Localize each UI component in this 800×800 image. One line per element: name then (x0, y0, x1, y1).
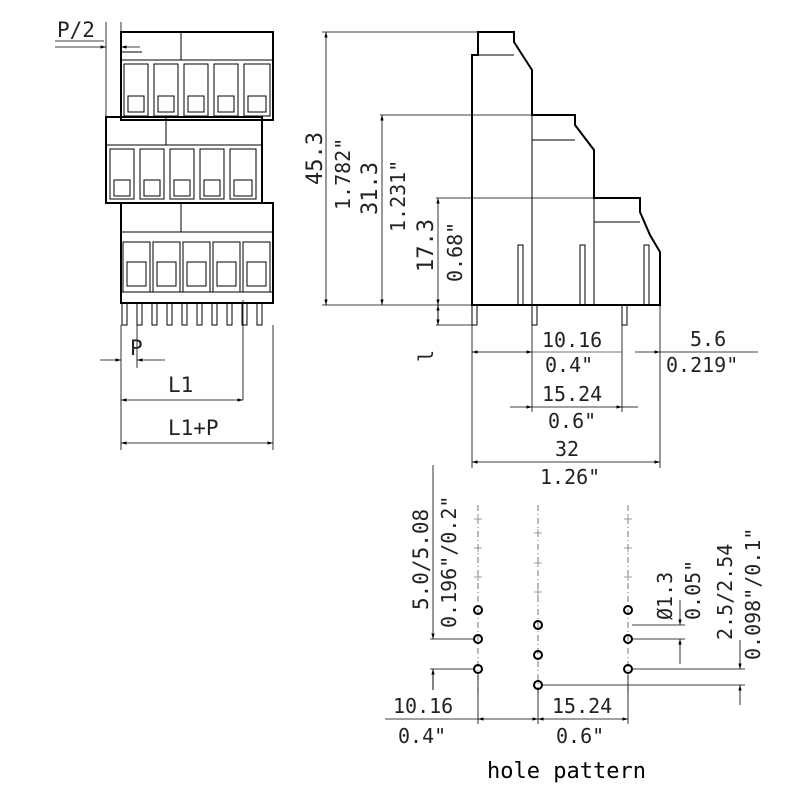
height-mid-in: 1.231" (386, 160, 410, 232)
side-view: 45.3 1.782" 31.3 1.231" 17.3 0.68" l 10.… (303, 31, 758, 489)
depth-mm: 32 (555, 437, 579, 461)
height-low-in: 0.68" (443, 222, 467, 282)
height-top-in: 1.782" (331, 138, 355, 210)
connector-top-tier (120, 31, 274, 121)
hole-spacing-a-mm: 10.16 (393, 694, 453, 718)
depth-in: 1.26" (540, 465, 600, 489)
row-pitch-in: 0.098"/0.1" (741, 528, 765, 660)
connector-bottom-tier (120, 202, 274, 304)
hole-pattern: 5.0/5.08 0.196"/0.2" Ø1.3 0.05" 2.5/2.54… (385, 465, 765, 784)
holes (473, 605, 633, 690)
front-view: P/2 P L1 L1+P (55, 18, 274, 450)
hole-pattern-caption: hole pattern (487, 759, 646, 784)
hole-diameter-mm: Ø1.3 (653, 572, 677, 620)
front-dimensions: P/2 P L1 L1+P (55, 18, 274, 450)
height-low-mm: 17.3 (414, 219, 439, 272)
solder-pins (121, 302, 263, 326)
hole-dimensions: 5.0/5.08 0.196"/0.2" Ø1.3 0.05" 2.5/2.54… (385, 465, 765, 748)
half-pitch-label: P/2 (57, 18, 95, 42)
hole-diameter-in: 0.05" (681, 560, 705, 620)
offset-in: 0.219" (666, 353, 738, 377)
pitch-label: P (130, 336, 143, 360)
length-label: L1 (168, 373, 193, 397)
hole-spacing-b-in: 0.6" (556, 724, 604, 748)
height-mid-mm: 31.3 (358, 162, 383, 215)
spacing-b-mm: 15.24 (542, 382, 602, 406)
hole-spacing-b-mm: 15.24 (552, 694, 612, 718)
side-profile (471, 31, 661, 306)
hole-pitch-mm: 5.0/5.08 (409, 509, 433, 610)
side-dimensions: 45.3 1.782" 31.3 1.231" 17.3 0.68" l 10.… (303, 31, 758, 489)
connector-middle-tier (105, 116, 263, 204)
length-plus-pitch-label: L1+P (168, 416, 219, 440)
height-top-mm: 45.3 (303, 132, 328, 185)
spacing-a-mm: 10.16 (542, 328, 602, 352)
pin-length-label: l (414, 350, 438, 362)
offset-mm: 5.6 (690, 327, 726, 351)
hole-markers-optional (474, 515, 632, 596)
row-pitch-mm: 2.5/2.54 (713, 544, 737, 640)
hole-spacing-a-in: 0.4" (398, 724, 446, 748)
spacing-b-in: 0.6" (548, 409, 596, 433)
spacing-a-in: 0.4" (545, 353, 593, 377)
hole-pitch-in: 0.196"/0.2" (437, 496, 461, 628)
